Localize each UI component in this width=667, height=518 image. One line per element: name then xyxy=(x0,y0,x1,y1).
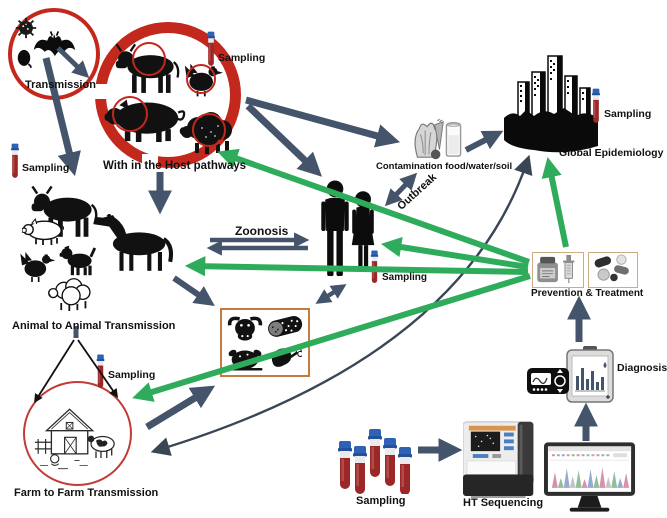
sampling-label-animals: Sampling xyxy=(22,162,70,174)
outbreak-label: Outbreak xyxy=(395,171,440,213)
bat-icon xyxy=(26,28,82,62)
bull-head-icon xyxy=(227,314,263,342)
salami-icon xyxy=(266,311,304,341)
farm-icon xyxy=(33,396,121,472)
blood-tube-icon xyxy=(205,31,217,67)
sequencer-machine-icon xyxy=(463,414,545,498)
blood-tube-icon xyxy=(369,250,380,284)
pills-icon xyxy=(592,254,634,284)
cow-icon xyxy=(26,184,106,240)
host-pathways-label: With in the Host pathways xyxy=(103,160,247,172)
chicken-icon xyxy=(18,252,56,282)
diagnosis-tablet-icon xyxy=(565,346,615,404)
animal-to-animal-label: Animal to Animal Transmission xyxy=(12,320,176,332)
prevention-box-right xyxy=(588,252,638,288)
blood-tube-icon xyxy=(95,354,106,389)
sampling-label-tubes: Sampling xyxy=(356,495,406,507)
sampling-label-city: Sampling xyxy=(604,108,652,120)
horse-icon xyxy=(90,214,180,272)
farm-to-farm-label: Farm to Farm Transmission xyxy=(14,487,159,499)
small-mammal-icon xyxy=(16,46,32,68)
prevention-treatment-label: Prevention & Treatment xyxy=(531,288,644,299)
monitor-chromatogram-icon xyxy=(544,442,639,514)
transmission-label: Transmission xyxy=(25,79,96,91)
sheep-outline-icon xyxy=(46,276,98,312)
medicine-jar-syringe-icon xyxy=(535,254,579,284)
ht-sequencing-label: HT Sequencing xyxy=(463,497,544,509)
blood-tube-icon xyxy=(590,88,602,124)
diagnosis-label: Diagnosis xyxy=(617,362,667,374)
contamination-label: Contamination food/water/soil xyxy=(376,161,513,172)
blood-tube-icon xyxy=(9,143,21,179)
diagnosis-meter-icon xyxy=(527,367,571,395)
dog-icon xyxy=(58,244,98,276)
pig-outline-icon xyxy=(22,216,64,246)
virus-icon xyxy=(14,16,38,40)
vegetables-icon xyxy=(411,119,445,161)
water-glass-icon xyxy=(445,121,462,159)
chicken-leg-icon xyxy=(268,346,302,372)
sampling-tubes-group xyxy=(336,428,416,494)
roast-turkey-icon xyxy=(225,343,265,373)
city-skyline-icon xyxy=(504,52,598,154)
sampling-label-host: Sampling xyxy=(218,52,266,64)
sampling-label-farm: Sampling xyxy=(108,369,156,381)
sampling-label-human: Sampling xyxy=(382,272,428,283)
zoonosis-label: Zoonosis xyxy=(235,224,289,238)
global-epidemiology-label: Global Epidemiology xyxy=(559,147,664,159)
